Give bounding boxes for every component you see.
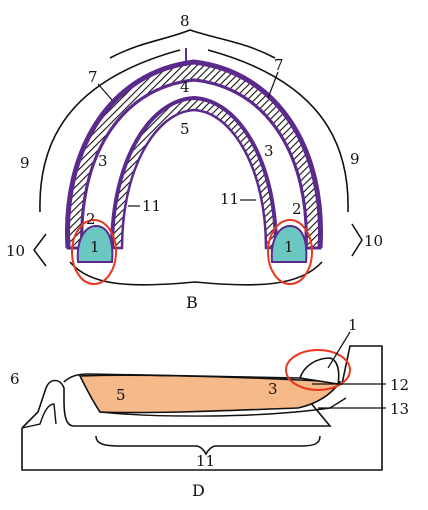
- label-11-right: 11: [220, 190, 239, 208]
- label-8: 8: [180, 12, 190, 30]
- bottom-bracket: [95, 435, 321, 456]
- leader-d1: [327, 331, 351, 369]
- label-10-right: 10: [364, 232, 383, 250]
- label-d-3: 3: [268, 380, 278, 398]
- inner-arch-band: [110, 96, 278, 250]
- leader-l7: [97, 83, 113, 101]
- bracket-10-right: [351, 223, 363, 257]
- label-2-left: 2: [86, 210, 96, 228]
- label-1-left: 1: [90, 238, 100, 256]
- diagram-b: 8 7 7 4 5 3 3 9 9 11 11 2 2 1 1 10 10 B: [6, 12, 383, 312]
- highlight-circle-d: [285, 349, 351, 391]
- upper-surface: [63, 373, 301, 383]
- label-d-11: 11: [196, 452, 215, 470]
- label-d-6: 6: [10, 370, 20, 388]
- highlight-circle-right: [267, 219, 313, 285]
- caption-d: D: [192, 481, 205, 500]
- label-d-1: 1: [348, 316, 358, 334]
- caption-b: B: [186, 293, 198, 312]
- highlight-circle-left: [71, 219, 117, 285]
- outer-arc-left: [39, 49, 181, 213]
- label-2-right: 2: [292, 200, 302, 218]
- label-10-left: 10: [6, 242, 25, 260]
- label-9-left: 9: [20, 154, 30, 172]
- inner-arch-outer-edge: [110, 95, 278, 249]
- label-7-right: 7: [274, 56, 284, 74]
- label-3-right: 3: [264, 142, 274, 160]
- label-11-left: 11: [142, 197, 161, 215]
- sulcus-line: [99, 397, 347, 417]
- label-7-left: 7: [88, 68, 98, 86]
- outer-flange-edge: [64, 59, 324, 249]
- label-d-12: 12: [390, 376, 409, 394]
- label-9-right: 9: [350, 150, 360, 168]
- left-notch: [21, 403, 57, 429]
- inner-flange-edge: [80, 78, 308, 249]
- diagram-d: 1 6 5 3 12 13 11 D: [10, 316, 409, 500]
- retromolar-pad: [298, 357, 340, 385]
- label-5: 5: [180, 120, 190, 138]
- tuberosity-right: [270, 224, 308, 263]
- bracket-10-left: [33, 233, 47, 267]
- base-floor-curve: [69, 261, 323, 286]
- leader-r7: [267, 71, 279, 99]
- outer-arc-right: [207, 49, 349, 213]
- label-d-13: 13: [390, 400, 409, 418]
- label-1-right: 1: [284, 238, 294, 256]
- label-4: 4: [180, 78, 190, 96]
- label-3-left: 3: [98, 152, 108, 170]
- label-d-5: 5: [116, 386, 126, 404]
- tuberosity-left: [76, 224, 114, 263]
- top-bracket: [109, 29, 276, 59]
